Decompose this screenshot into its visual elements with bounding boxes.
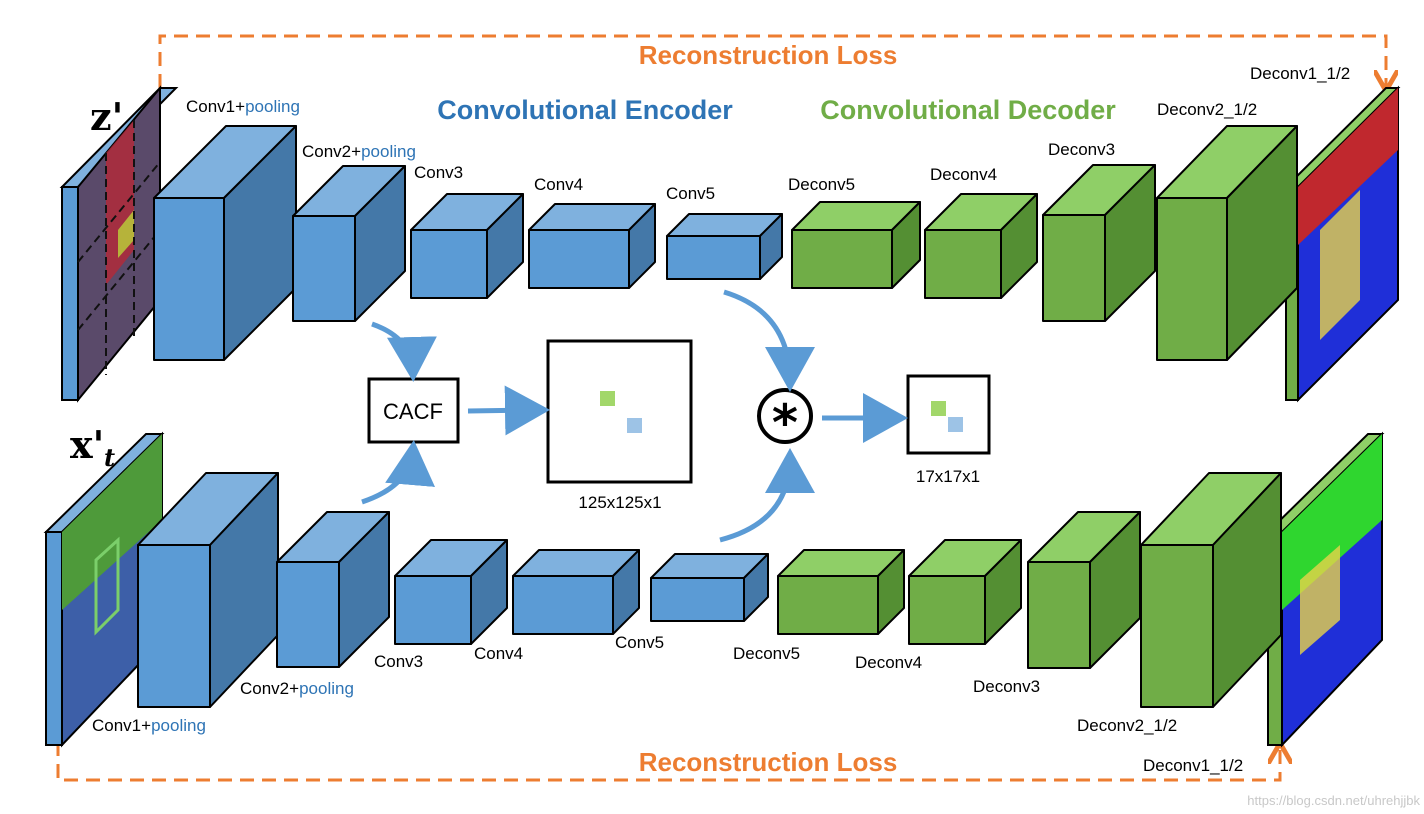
bottom-block-conv2 (276, 511, 390, 668)
input-symbol-z-prime: z' (90, 94, 123, 139)
reconstruction-loss-bottom-path (56, 742, 1280, 782)
arrow-conv5-top-to-operator (723, 289, 815, 392)
top-block-deconv4-front-face (924, 229, 1002, 299)
top-block-conv4 (528, 203, 656, 289)
bottom-block-deconv4-front-face (908, 575, 986, 645)
input-image-z-prime (59, 85, 179, 403)
decoder-title: Convolutional Decoder (820, 95, 1116, 125)
bottom-block-conv2-front-face (276, 561, 340, 668)
bottom-block-deconv2-front-face (1140, 544, 1214, 708)
output-image-bottom (1265, 431, 1385, 748)
input-image-x-prime (43, 431, 165, 748)
cacf-box (367, 377, 460, 444)
bottom-block-conv5-front-face (650, 577, 745, 622)
top-label-conv2: Conv2+pooling (302, 142, 416, 161)
bottom-block-deconv5-front-face (777, 575, 879, 635)
top-block-conv3 (410, 193, 524, 299)
bottom-label-deconv1: Deconv1_1/2 (1143, 756, 1243, 775)
top-block-conv5 (666, 213, 783, 280)
response-map-large-blue-peak (627, 418, 642, 433)
cacf-label: CACF (383, 399, 443, 424)
input-symbol-x-prime: x' (70, 422, 104, 467)
top-block-deconv3 (1042, 164, 1156, 322)
arrow-cacf-to-map (467, 385, 550, 436)
arrow-conv2-to-cacf (371, 321, 437, 382)
bottom-label-deconv2: Deconv2_1/2 (1077, 716, 1177, 735)
top-label-deconv1: Deconv1_1/2 (1250, 64, 1350, 83)
response-map-large (546, 339, 693, 484)
response-map-large-label: 125x125x1 (578, 493, 661, 512)
encoder-title: Convolutional Encoder (437, 95, 733, 125)
input-symbol-subscript-t: t (104, 443, 115, 472)
layer-blocks (137, 125, 1298, 708)
correlation-operator-symbol: * (772, 394, 798, 452)
top-block-deconv2-front-face (1156, 197, 1228, 361)
response-map-small (906, 374, 991, 455)
reconstruction-loss-top-path (158, 34, 1386, 88)
bottom-block-deconv3-front-face (1027, 561, 1091, 669)
bottom-block-deconv4 (908, 539, 1022, 645)
top-block-deconv3-front-face (1042, 214, 1106, 322)
bottom-block-conv4-front-face (512, 575, 614, 635)
arrow-conv5-bottom-to-operator (719, 448, 815, 543)
bottom-label-conv2: Conv2+pooling (240, 679, 354, 698)
bottom-block-conv5 (650, 553, 769, 622)
bottom-label-conv5: Conv5 (615, 633, 664, 652)
reconstruction-loss-bottom-label: Reconstruction Loss (639, 747, 898, 777)
arrow-search-to-cacf (361, 440, 435, 505)
bottom-block-deconv5 (777, 549, 905, 635)
top-label-conv4: Conv4 (534, 175, 583, 194)
output-image-top (1283, 85, 1401, 403)
top-block-conv1-front-face (153, 197, 225, 361)
bottom-label-deconv3: Deconv3 (973, 677, 1040, 696)
top-block-deconv4 (924, 193, 1038, 299)
bottom-block-conv3-front-face (394, 575, 472, 645)
bottom-label-conv4: Conv4 (474, 644, 523, 663)
response-map-small-green-peak (931, 401, 946, 416)
bottom-block-conv1-front-face (137, 544, 211, 708)
top-block-conv3-front-face (410, 229, 488, 299)
reconstruction-loss-top-label: Reconstruction Loss (639, 40, 898, 70)
top-block-conv2-front-face (292, 215, 356, 322)
top-label-deconv5: Deconv5 (788, 175, 855, 194)
top-block-conv4-front-face (528, 229, 630, 289)
top-label-deconv2: Deconv2_1/2 (1157, 100, 1257, 119)
top-block-deconv5-front-face (791, 229, 893, 289)
bottom-label-deconv4: Deconv4 (855, 653, 922, 672)
response-map-small-label: 17x17x1 (916, 467, 980, 486)
bottom-block-deconv3 (1027, 511, 1141, 669)
response-map-small-blue-peak (948, 417, 963, 432)
bottom-label-conv3: Conv3 (374, 652, 423, 671)
bottom-block-conv3 (394, 539, 508, 645)
top-label-conv5: Conv5 (666, 184, 715, 203)
bottom-block-deconv2 (1140, 472, 1282, 708)
response-map-large-green-peak (600, 391, 615, 406)
top-label-conv1: Conv1+pooling (186, 97, 300, 116)
bottom-block-conv1 (137, 472, 279, 708)
top-label-deconv4: Deconv4 (930, 165, 997, 184)
watermark: https://blog.csdn.net/uhrehjjbk (1247, 793, 1420, 808)
top-block-conv1 (153, 125, 297, 361)
top-label-deconv3: Deconv3 (1048, 140, 1115, 159)
bottom-label-deconv5: Deconv5 (733, 644, 800, 663)
bottom-label-conv1: Conv1+pooling (92, 716, 206, 735)
top-label-conv3: Conv3 (414, 163, 463, 182)
top-block-conv5-front-face (666, 235, 761, 280)
top-block-deconv5 (791, 201, 921, 289)
top-block-deconv2 (1156, 125, 1298, 361)
top-block-conv2 (292, 165, 406, 322)
bottom-block-conv4 (512, 549, 640, 635)
